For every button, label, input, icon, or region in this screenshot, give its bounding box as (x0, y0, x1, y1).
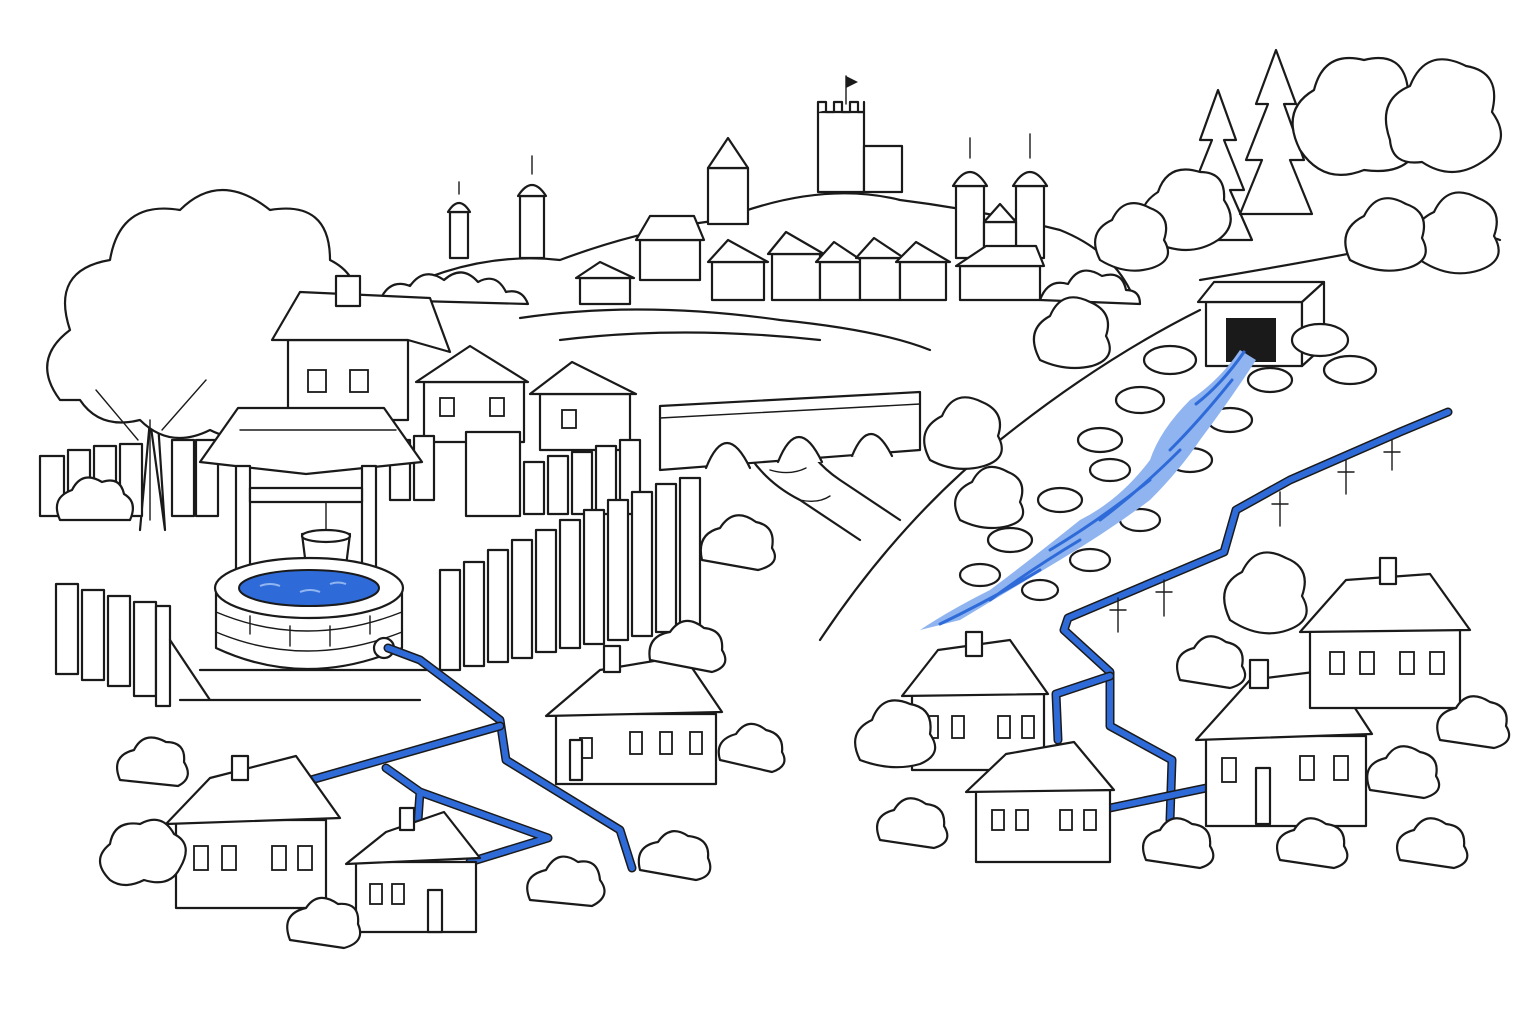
flag-icon (846, 76, 858, 88)
stream-rocks (958, 322, 1378, 602)
left-pipe-network (299, 643, 637, 873)
stone-bridge (658, 390, 922, 472)
house-c (544, 644, 724, 786)
left-village (164, 644, 724, 934)
hilltop-town (378, 75, 1142, 306)
right-pipe-network (1051, 407, 1453, 825)
church-left (446, 155, 548, 260)
stone-well (168, 406, 432, 702)
farmhouse (270, 274, 638, 452)
church-right (951, 133, 1049, 264)
house-a (164, 754, 342, 910)
house-e (964, 740, 1116, 864)
town-houses (574, 214, 1046, 306)
mountain-stream (920, 350, 1256, 630)
right-forest (818, 48, 1502, 642)
right-village (900, 556, 1472, 864)
town-bushes (378, 269, 1142, 306)
left-bushes (55, 476, 786, 950)
wooden-fence (38, 430, 702, 708)
house-g (1298, 556, 1472, 710)
spring-house (1196, 280, 1326, 368)
well-water (238, 569, 380, 607)
castle (706, 75, 904, 226)
house-b (344, 806, 482, 934)
right-bushes (854, 551, 1511, 870)
